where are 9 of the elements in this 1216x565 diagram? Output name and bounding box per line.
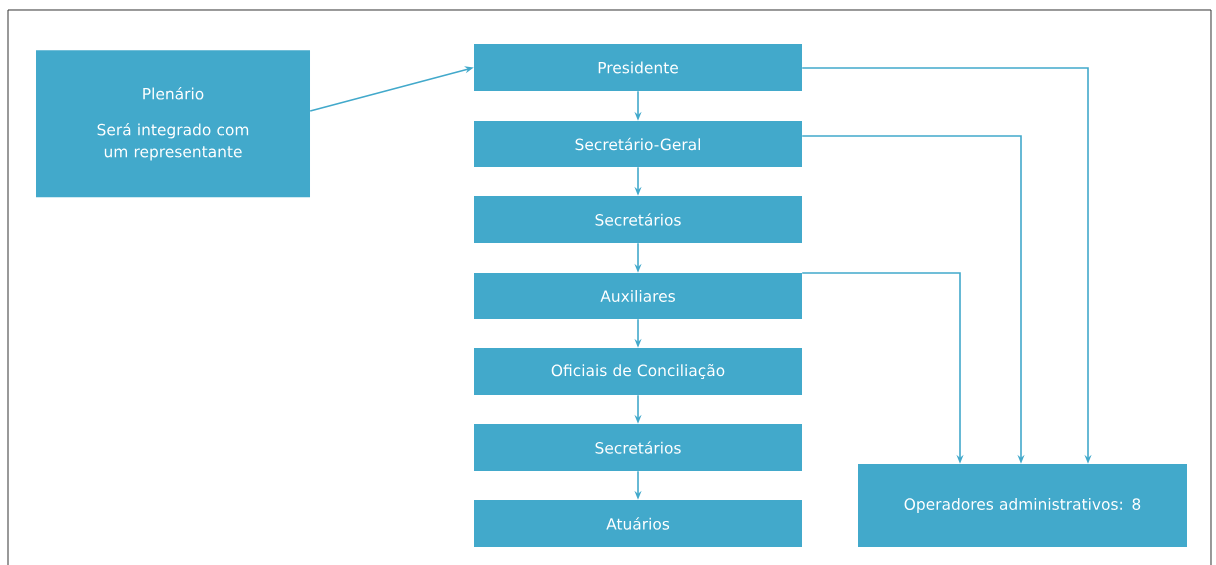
process-box: Secretários xyxy=(474,424,802,471)
process-box: Auxiliares xyxy=(474,273,802,319)
process-box: Secretários xyxy=(474,196,802,243)
process-box: Secretário-Geral xyxy=(474,121,802,167)
process-box: Atuários xyxy=(474,500,802,547)
title-box: Plenário Será integrado com um representante xyxy=(36,50,310,198)
process-box: Oficiais de Conciliação xyxy=(474,348,802,395)
process-box: Presidente xyxy=(474,44,802,91)
process-box: Operadores administrativos: 8 xyxy=(858,464,1187,547)
